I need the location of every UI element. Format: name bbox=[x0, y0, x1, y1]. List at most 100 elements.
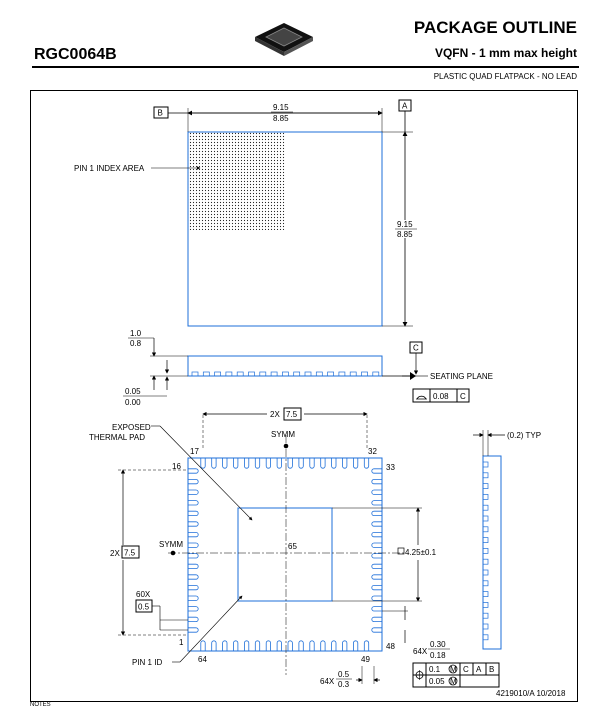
symm-top-marker bbox=[283, 443, 289, 449]
datum-b-label: B bbox=[158, 109, 163, 118]
bottom-view: 2X 7.5 SYMM SYMM EXPOSED THERMAL PAD 17 … bbox=[89, 407, 541, 689]
lead-len-max: 0.30 bbox=[430, 640, 446, 649]
lead-pad-right bbox=[371, 585, 382, 591]
thickness-max: 1.0 bbox=[130, 329, 142, 338]
lead-pad-left bbox=[188, 574, 199, 580]
symm-top-label: SYMM bbox=[271, 430, 295, 439]
lead-pad-top bbox=[233, 458, 239, 469]
lead-pad-right bbox=[371, 500, 382, 506]
side-lead bbox=[372, 371, 380, 377]
lead-count-a: 64X bbox=[413, 647, 428, 656]
side-lead bbox=[214, 371, 221, 377]
lead-pad-right bbox=[371, 627, 382, 633]
chip-logo-icon bbox=[255, 23, 313, 56]
thickness-min: 0.8 bbox=[130, 339, 142, 348]
side-lead bbox=[225, 371, 233, 377]
lead-pad-top bbox=[200, 458, 206, 469]
side-lead bbox=[202, 371, 210, 377]
pin-33: 33 bbox=[386, 463, 395, 472]
side-lead bbox=[236, 371, 244, 377]
side-body bbox=[187, 355, 383, 377]
lead-pad-top bbox=[342, 458, 348, 469]
side-leads bbox=[191, 371, 380, 377]
profile-lead bbox=[482, 461, 489, 468]
lead-pad-left bbox=[188, 606, 199, 612]
pad-number: 65 bbox=[288, 542, 297, 551]
profile-lead bbox=[482, 483, 489, 489]
lead-pad-left bbox=[188, 532, 199, 538]
lead-pad-bottom bbox=[200, 640, 206, 651]
lead-pad-right bbox=[371, 521, 382, 527]
tol-2: 0.05 bbox=[429, 677, 445, 686]
thermal-pad bbox=[237, 507, 333, 602]
lead-pad-bottom bbox=[244, 640, 250, 651]
lead-pad-left bbox=[188, 500, 199, 506]
pin-17: 17 bbox=[190, 447, 199, 456]
lead-pad-top bbox=[254, 458, 261, 469]
pitch-value-left: 7.5 bbox=[124, 549, 136, 558]
val-05-left: 0.5 bbox=[138, 603, 150, 612]
profile-leads bbox=[482, 461, 489, 641]
profile-lead bbox=[482, 634, 489, 641]
lead-pad-top bbox=[276, 458, 282, 469]
lead-pad-left bbox=[188, 468, 199, 474]
side-lead bbox=[338, 371, 346, 377]
pin-32: 32 bbox=[368, 447, 377, 456]
lead-pad-bottom bbox=[254, 640, 261, 651]
profile-lead bbox=[482, 569, 489, 576]
package-drawing: B A 9.15 8.85 9.15 8.85 PIN 1 INDEX AREA… bbox=[74, 99, 566, 698]
top-view: B A 9.15 8.85 9.15 8.85 PIN 1 INDEX AREA bbox=[74, 99, 417, 327]
drawing-frame bbox=[30, 90, 578, 702]
pitch-count-left: 2X bbox=[110, 549, 120, 558]
datum-c-label: C bbox=[413, 344, 419, 353]
lead-pad-left bbox=[188, 595, 199, 601]
lead-pad-bottom bbox=[222, 640, 228, 651]
profile-lead bbox=[482, 504, 489, 511]
lead-pad-bottom bbox=[309, 640, 315, 651]
side-lead bbox=[304, 371, 312, 377]
lead-pad-left bbox=[188, 521, 199, 527]
lead-pads bbox=[188, 458, 382, 651]
svg-text:M: M bbox=[450, 665, 457, 674]
profile-lead bbox=[482, 548, 489, 554]
pin-48: 48 bbox=[386, 642, 395, 651]
pin1-index-area bbox=[188, 132, 285, 230]
lead-pad-right bbox=[371, 553, 382, 559]
height-max: 9.15 bbox=[397, 220, 413, 229]
side-view: 1.0 0.8 0.05 0.00 C SEATING PLANE 0.08 C bbox=[123, 329, 493, 407]
flatness-icon bbox=[416, 395, 427, 400]
side-profile bbox=[482, 455, 502, 650]
doc-number: 4219010/A 10/2018 bbox=[496, 689, 566, 698]
symm-left-marker bbox=[170, 550, 176, 556]
pin1-id-label: PIN 1 ID bbox=[132, 658, 162, 667]
profile-lead bbox=[482, 526, 489, 533]
pin-16: 16 bbox=[172, 462, 181, 471]
lead-pad-right bbox=[371, 595, 382, 601]
profile-lead bbox=[482, 494, 489, 500]
package-type: PLASTIC QUAD FLATPACK - NO LEAD bbox=[433, 72, 577, 81]
lead-pad-right bbox=[371, 542, 382, 548]
datum-b-box bbox=[153, 106, 169, 119]
pitch-count-top: 2X bbox=[270, 410, 280, 419]
lead-pad-bottom bbox=[363, 640, 370, 651]
lead-pad-top bbox=[320, 458, 326, 469]
lead-pad-left bbox=[188, 585, 199, 591]
pin-49: 49 bbox=[361, 655, 370, 664]
lead-pad-right bbox=[371, 563, 382, 569]
flatness-value: 0.08 bbox=[433, 392, 449, 401]
exposed-pad-label-2: THERMAL PAD bbox=[89, 433, 145, 442]
lead-pad-top bbox=[265, 458, 271, 469]
lead-pad-right bbox=[371, 574, 382, 580]
flatness-datum: C bbox=[460, 392, 466, 401]
header-rule bbox=[32, 66, 579, 68]
side-lead bbox=[282, 371, 289, 377]
lead-pad-bottom bbox=[342, 640, 348, 651]
lead-w-max: 0.5 bbox=[338, 670, 350, 679]
lead-w-min: 0.3 bbox=[338, 680, 350, 689]
width-max: 9.15 bbox=[273, 103, 289, 112]
pin-1: 1 bbox=[179, 638, 184, 647]
part-id: RGC0064B bbox=[34, 46, 117, 63]
lead-pad-left bbox=[188, 479, 199, 485]
lead-pad-top bbox=[309, 458, 315, 469]
pitch-value-top: 7.5 bbox=[286, 410, 298, 419]
